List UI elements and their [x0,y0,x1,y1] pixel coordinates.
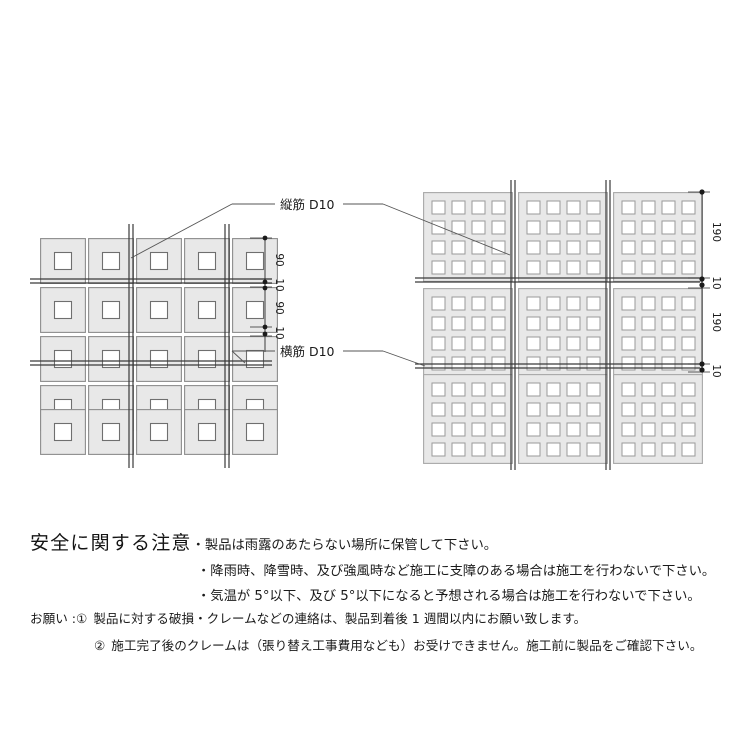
label-horizontal-rebar: 横筋 D10 [280,344,335,359]
callout-horizontal-rebar: 横筋 D10 [231,344,426,367]
callout-vertical-rebar: 縦筋 D10 [130,197,511,259]
right-horizontal-rebar [415,277,700,369]
left-dim-1: 10 [273,278,285,291]
left-dim-3: 10 [273,326,285,339]
left-vertical-rebar [128,224,230,468]
right-panel-grid [423,192,703,464]
safety-line-3: ・気温が 5°以下、及び 5°以下になると予想される場合は施工を行わないで下さい… [197,589,701,604]
label-vertical-rebar: 縦筋 D10 [280,197,335,212]
safety-heading: 安全に関する注意 [30,532,192,554]
left-dimension-chain: 90 10 90 10 [250,235,285,352]
right-dim-3: 10 [710,364,722,377]
right-dim-2: 190 [710,312,722,332]
safety-row-3: ・気温が 5°以下、及び 5°以下になると予想される場合は施工を行わないで下さい… [30,585,710,605]
safety-line-2: ・降雨時、降雪時、及び強風時など施工に支障のある場合は施工を行わないで下さい。 [197,564,716,579]
right-dimension-chain: 190 10 190 10 [688,189,722,378]
left-dim-0: 90 [273,253,285,266]
left-horizontal-rebar [30,278,272,366]
safety-row-2: ・降雨時、降雪時、及び強風時など施工に支障のある場合は施工を行わないで下さい。 [30,560,715,580]
request-row-2: ② 施工完了後のクレームは（張り替え工事費用なども）お受けできません。施工前に製… [94,635,720,654]
right-vertical-rebar [510,180,611,470]
request-marker-1: ① [76,611,88,626]
left-block-grid [40,238,278,455]
right-dim-1: 10 [710,276,722,289]
request-marker-2: ② [94,638,106,653]
safety-row-1: 安全に関する注意 ・製品は雨露のあたらない場所に保管して下さい。 [30,528,710,555]
right-dim-0: 190 [710,222,722,242]
request-block: お願い : ① 製品に対する破損・クレームなどの連絡は、製品到着後 1 週間以内… [30,608,720,654]
safety-notice-block: 安全に関する注意 ・製品は雨露のあたらない場所に保管して下さい。 ・降雨時、降雪… [30,528,715,605]
request-text-2: 施工完了後のクレームは（張り替え工事費用なども）お受けできません。施工前に製品を… [111,638,703,653]
notice-text-area: 安全に関する注意 ・製品は雨露のあたらない場所に保管して下さい。 ・降雨時、降雪… [0,500,730,730]
request-text-1: 製品に対する破損・クレームなどの連絡は、製品到着後 1 週間以内にお願い致します… [93,611,587,626]
technical-diagram: 90 10 90 10 [30,180,722,470]
request-lead: お願い : [30,611,77,626]
request-row-1: お願い : ① 製品に対する破損・クレームなどの連絡は、製品到着後 1 週間以内… [30,608,720,627]
safety-line-1: ・製品は雨露のあたらない場所に保管して下さい。 [191,538,498,553]
left-dim-2: 90 [273,301,285,314]
